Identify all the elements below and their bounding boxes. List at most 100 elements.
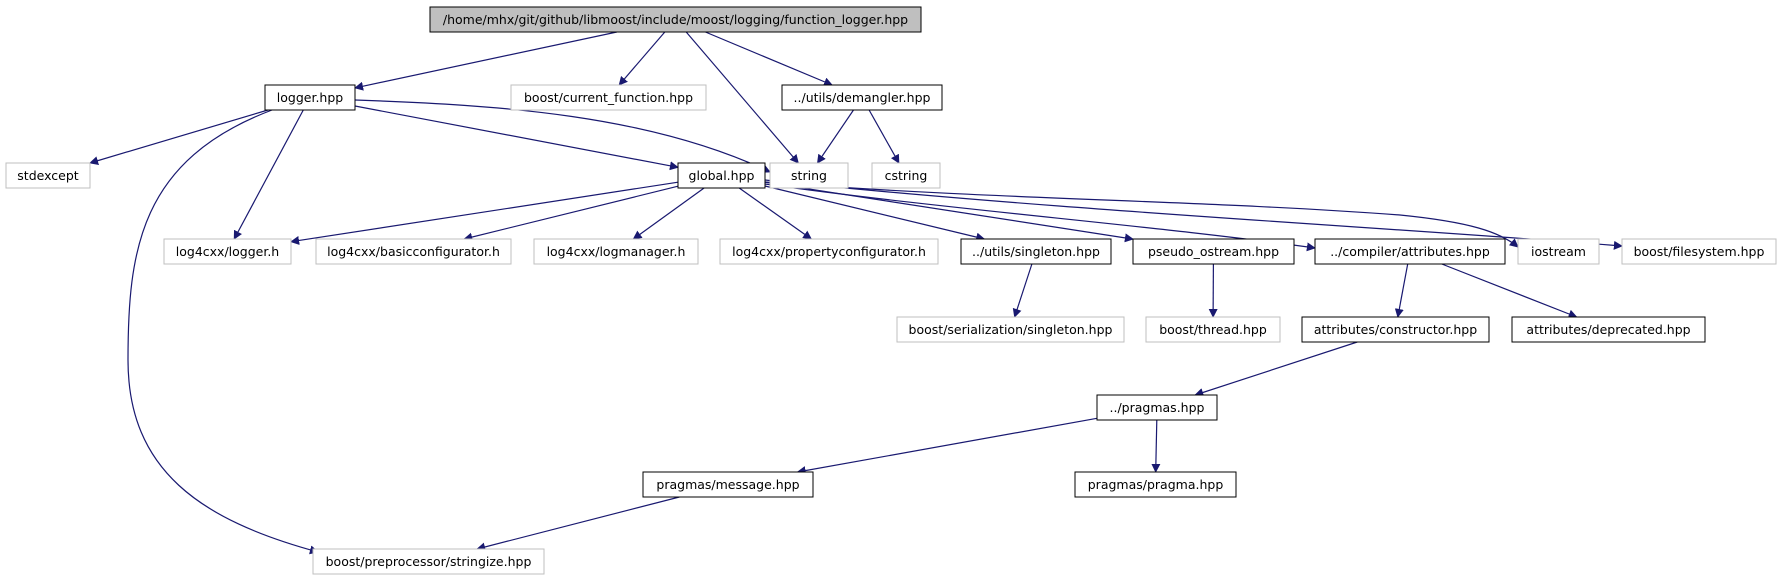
node-box: [163, 238, 292, 265]
edge-global-to-basicconf: [463, 185, 679, 242]
edge-pragmas-to-message: [796, 417, 1098, 475]
node-propconf: log4cxx/propertyconfigurator.h: [719, 238, 939, 265]
edge-constructor-to-pragmas: [1194, 341, 1358, 397]
edge-global-to-singleton: [764, 185, 986, 242]
edge-logger_hpp-to-global: [354, 105, 679, 171]
node-box: [429, 6, 922, 33]
node-log4cxx_logger: log4cxx/logger.h: [163, 238, 292, 265]
node-demangler[interactable]: ../utils/demangler.hpp: [781, 84, 943, 111]
node-label: attributes/deprecated.hpp: [1526, 322, 1690, 337]
node-box: [533, 238, 699, 265]
edge-root-to-demangler: [705, 31, 833, 87]
node-box: [781, 84, 943, 111]
node-ser_singleton: boost/serialization/singleton.hpp: [896, 316, 1125, 343]
node-box: [264, 84, 356, 111]
node-box: [960, 238, 1112, 265]
node-label: ../utils/demangler.hpp: [794, 90, 931, 105]
node-label: cstring: [885, 168, 928, 183]
node-box: [5, 162, 91, 189]
node-label: pragmas/message.hpp: [656, 477, 799, 492]
node-logger_hpp[interactable]: logger.hpp: [264, 84, 356, 111]
node-pragma[interactable]: pragmas/pragma.hpp: [1074, 471, 1237, 498]
node-box: [677, 162, 766, 189]
node-label: boost/current_function.hpp: [524, 90, 693, 105]
edge-global-to-log4cxx_logger: [290, 181, 679, 245]
node-label: /home/mhx/git/github/libmoost/include/mo…: [443, 12, 908, 27]
edge-global-to-logmanager: [632, 187, 705, 240]
node-logmanager: log4cxx/logmanager.h: [533, 238, 699, 265]
node-box: [1314, 238, 1506, 265]
edge-message-to-stringize: [476, 496, 680, 552]
node-box: [1145, 316, 1281, 343]
edge-root-to-logger_hpp: [354, 31, 618, 91]
node-box: [1301, 316, 1490, 343]
edge-singleton-to-ser_singleton: [1012, 263, 1033, 318]
node-label: pragmas/pragma.hpp: [1088, 477, 1224, 492]
node-label: pseudo_ostream.hpp: [1148, 244, 1279, 259]
node-label: boost/preprocessor/stringize.hpp: [326, 554, 532, 569]
node-box: [871, 162, 941, 189]
node-label: log4cxx/propertyconfigurator.h: [732, 244, 926, 259]
node-label: log4cxx/logger.h: [176, 244, 279, 259]
edge-global-to-attributes: [764, 183, 1316, 252]
node-attributes[interactable]: ../compiler/attributes.hpp: [1314, 238, 1506, 265]
edge-pragmas-to-pragma: [1151, 419, 1161, 473]
node-label: boost/filesystem.hpp: [1634, 244, 1765, 259]
node-label: ../pragmas.hpp: [1110, 400, 1205, 415]
node-box: [510, 84, 707, 111]
node-global[interactable]: global.hpp: [677, 162, 766, 189]
node-box: [1511, 316, 1706, 343]
edge-demangler-to-cstring: [868, 109, 900, 164]
node-label: global.hpp: [689, 168, 755, 183]
node-deprecated[interactable]: attributes/deprecated.hpp: [1511, 316, 1706, 343]
edge-logger_hpp-to-string: [354, 99, 771, 173]
node-box: [896, 316, 1125, 343]
node-box: [1621, 238, 1777, 265]
node-label: boost/thread.hpp: [1159, 322, 1267, 337]
node-message[interactable]: pragmas/message.hpp: [642, 471, 814, 498]
node-label: boost/serialization/singleton.hpp: [909, 322, 1113, 337]
node-box: [1096, 394, 1218, 421]
node-singleton[interactable]: ../utils/singleton.hpp: [960, 238, 1112, 265]
edges-layer: [89, 31, 1623, 555]
node-pseudo_ostream[interactable]: pseudo_ostream.hpp: [1132, 238, 1295, 265]
node-label: logger.hpp: [277, 90, 344, 105]
node-label: attributes/constructor.hpp: [1314, 322, 1477, 337]
edge-global-to-iostream: [764, 181, 1519, 248]
node-box: [1517, 238, 1600, 265]
edge-global-to-propconf: [738, 187, 813, 240]
node-stringize: boost/preprocessor/stringize.hpp: [312, 548, 545, 575]
node-box: [1074, 471, 1237, 498]
node-pragmas[interactable]: ../pragmas.hpp: [1096, 394, 1218, 421]
nodes-layer: /home/mhx/git/github/libmoost/include/mo…: [5, 6, 1777, 575]
node-thread: boost/thread.hpp: [1145, 316, 1281, 343]
node-label: iostream: [1531, 244, 1586, 259]
node-box: [1132, 238, 1295, 265]
node-basicconf: log4cxx/basicconfigurator.h: [315, 238, 512, 265]
edge-root-to-string: [685, 31, 799, 164]
node-string: string: [769, 162, 849, 189]
node-constructor[interactable]: attributes/constructor.hpp: [1301, 316, 1490, 343]
node-label: ../utils/singleton.hpp: [972, 244, 1100, 259]
edge-root-to-current_function: [618, 31, 666, 86]
edge-logger_hpp-to-log4cxx_logger: [233, 109, 304, 240]
node-box: [315, 238, 512, 265]
node-filesystem: boost/filesystem.hpp: [1621, 238, 1777, 265]
node-box: [642, 471, 814, 498]
edge-logger_hpp-to-stringize: [127, 109, 319, 555]
node-label: log4cxx/logmanager.h: [547, 244, 686, 259]
node-box: [312, 548, 545, 575]
node-current_function: boost/current_function.hpp: [510, 84, 707, 111]
edge-global-to-filesystem: [764, 179, 1623, 250]
node-cstring: cstring: [871, 162, 941, 189]
node-box: [769, 162, 849, 189]
node-box: [719, 238, 939, 265]
node-iostream: iostream: [1517, 238, 1600, 265]
edge-attributes-to-deprecated: [1441, 263, 1578, 319]
node-root[interactable]: /home/mhx/git/github/libmoost/include/mo…: [429, 6, 922, 33]
edge-attributes-to-constructor: [1394, 263, 1409, 318]
node-stdexcept: stdexcept: [5, 162, 91, 189]
edge-demangler-to-string: [816, 109, 854, 164]
node-label: ../compiler/attributes.hpp: [1330, 244, 1490, 259]
